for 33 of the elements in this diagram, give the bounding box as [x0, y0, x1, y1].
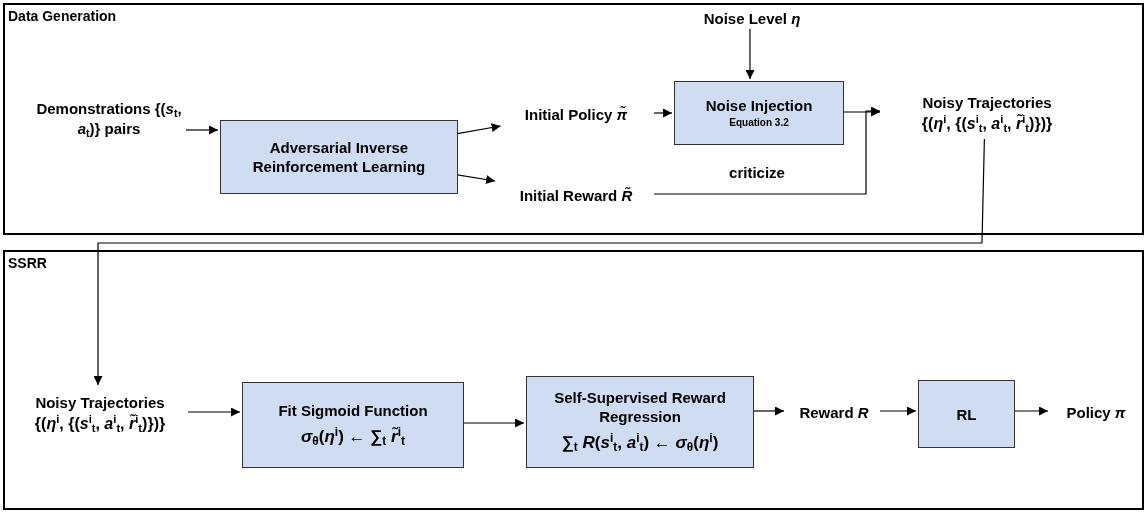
box-sublabel: Equation 3.2 [729, 116, 789, 130]
arrow [93, 138, 985, 386]
box-label: Adversarial Inverse Reinforcement Learning [251, 138, 427, 176]
node-label: Reward R [799, 403, 869, 423]
arrow [653, 106, 881, 195]
box-label: Fit Sigmoid Function [278, 400, 428, 420]
node-label: Initial Policy π̃ [524, 105, 628, 125]
panel-title: SSRR [8, 254, 47, 273]
arrow [185, 125, 219, 135]
formula: {(η$^{i}$, {(s$^{i}$$_{t}$, a$^{i}$$_{t}$, r̃$^{i}$$_{t}$)})} [34, 413, 166, 435]
arrow [879, 406, 917, 416]
process-box [220, 120, 458, 194]
box-label: Noise Injection [705, 96, 813, 115]
box-label: RL [956, 404, 977, 424]
process-box [918, 380, 1015, 448]
node-label: Demonstrations {(s$_{t}$, a$_{t}$)} pairs [35, 99, 183, 139]
process-box [526, 376, 754, 468]
process-box [242, 382, 464, 468]
node-label: Noisy Trajectories [922, 93, 1052, 113]
node-label: Noise Level η [703, 9, 801, 29]
formula: {(η$^{i}$, {(s$^{i}$$_{t}$, a$^{i}$$_{t}$, r̃$^{i}$$_{t}$)})} [921, 113, 1053, 135]
panel [3, 250, 1144, 510]
box-label: Self-Supervised Reward Regression [553, 388, 727, 427]
node-label: Noisy Trajectories [35, 393, 165, 413]
node-label: Policy π [1066, 403, 1126, 423]
node-label: Initial Reward R̃ [519, 186, 633, 206]
arrow [745, 28, 755, 80]
process-box [674, 81, 844, 145]
panel [3, 3, 1144, 235]
panel-title: Data Generation [8, 7, 117, 26]
arrow [187, 407, 241, 417]
arrow [653, 108, 673, 118]
box-sublabel: ∑$_{t}$ R(s$^{i}$$_{t}$, a$^{i}$$_{t}$) ← σ$_{θ}$(η$^{i}$) [561, 430, 719, 456]
